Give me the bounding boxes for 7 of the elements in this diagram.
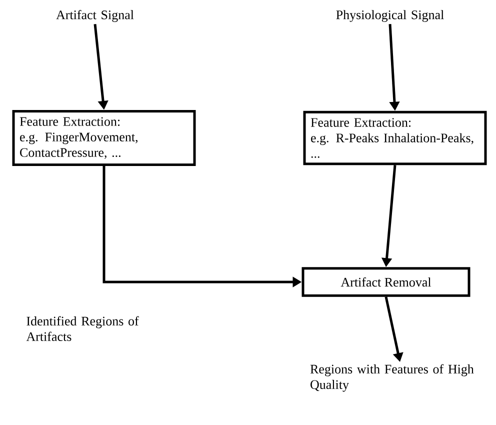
process-box: Feature Extraction: e.g. FingerMovement, ContactPressure, ... <box>12 110 196 166</box>
process-box: Feature Extraction: e.g. R-Peaks Inhalation-Peaks, ... <box>303 110 487 166</box>
signal-label: Physiological Signal <box>336 10 444 22</box>
process-box: Artifact Removal <box>302 267 470 297</box>
signal-label: Artifact Signal <box>56 10 134 22</box>
edge-label: Identified Regions of Artifacts <box>26 316 139 342</box>
output-label: Regions with Features of High Quality <box>310 364 474 392</box>
